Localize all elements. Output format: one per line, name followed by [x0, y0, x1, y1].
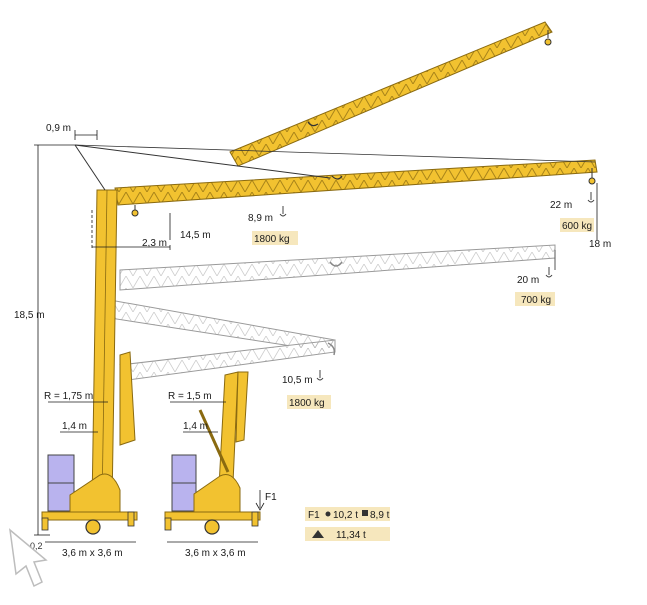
right-height-label: 18 m: [589, 239, 611, 250]
load-box-bg: [287, 395, 331, 409]
wheel-b: [204, 519, 220, 535]
load-radius-1: 8,9 m: [248, 213, 273, 224]
crane-b: [164, 371, 261, 535]
load-box-bg: [560, 218, 594, 232]
force-arrow-label: F1: [265, 492, 277, 503]
axle-label-a: 1,4 m: [62, 421, 87, 432]
ghost-jib-folded: [109, 299, 336, 381]
force-box-bg: [305, 527, 390, 541]
base-label-a: 3,6 m x 3,6 m: [62, 548, 123, 559]
dimension-lines: [34, 130, 598, 543]
force-legend-label: F1: [308, 510, 320, 521]
luffing-jib: [229, 21, 553, 167]
square-icon: [362, 510, 368, 516]
radius-label-b: R = 1,5 m: [168, 391, 212, 402]
axle-label-b: 1,4 m: [183, 421, 208, 432]
force-value-total: 11,34 t: [336, 530, 366, 541]
cursor-arrow-icon: [8, 528, 48, 588]
wheel-a: [85, 519, 101, 535]
ghost-jib-horizontal: [119, 244, 556, 291]
load-capacity-2: 600 kg: [562, 221, 592, 232]
corner-mark-label: 0,2: [30, 541, 43, 551]
load-capacity-3: 700 kg: [521, 295, 551, 306]
hook-height-label: 14,5 m: [180, 230, 211, 241]
hook-offset-label: 2,3 m: [142, 238, 167, 249]
load-capacity-1: 1800 kg: [254, 234, 290, 245]
base-label-b: 3,6 m x 3,6 m: [185, 548, 246, 559]
force-value-1: 10,2 t: [333, 510, 358, 521]
force-value-2: 8,9 t: [370, 510, 390, 521]
top-offset-label: 0,9 m: [46, 123, 71, 134]
main-jib: [74, 144, 598, 217]
hook-icons: [279, 192, 595, 381]
radius-label-a: R = 1,75 m: [44, 391, 93, 402]
dot-icon: [325, 511, 331, 517]
load-radius-2: 22 m: [550, 200, 572, 211]
force-box-bg: [305, 507, 390, 521]
crane-a-base: [41, 454, 138, 535]
load-box-bg: [515, 292, 555, 306]
total-height-label: 18,5 m: [14, 310, 45, 321]
triangle-icon: [312, 530, 324, 538]
load-capacity-4: 1800 kg: [289, 398, 325, 409]
load-box-bg: [252, 231, 298, 245]
load-radius-4: 10,5 m: [282, 375, 313, 386]
load-radius-3: 20 m: [517, 275, 539, 286]
